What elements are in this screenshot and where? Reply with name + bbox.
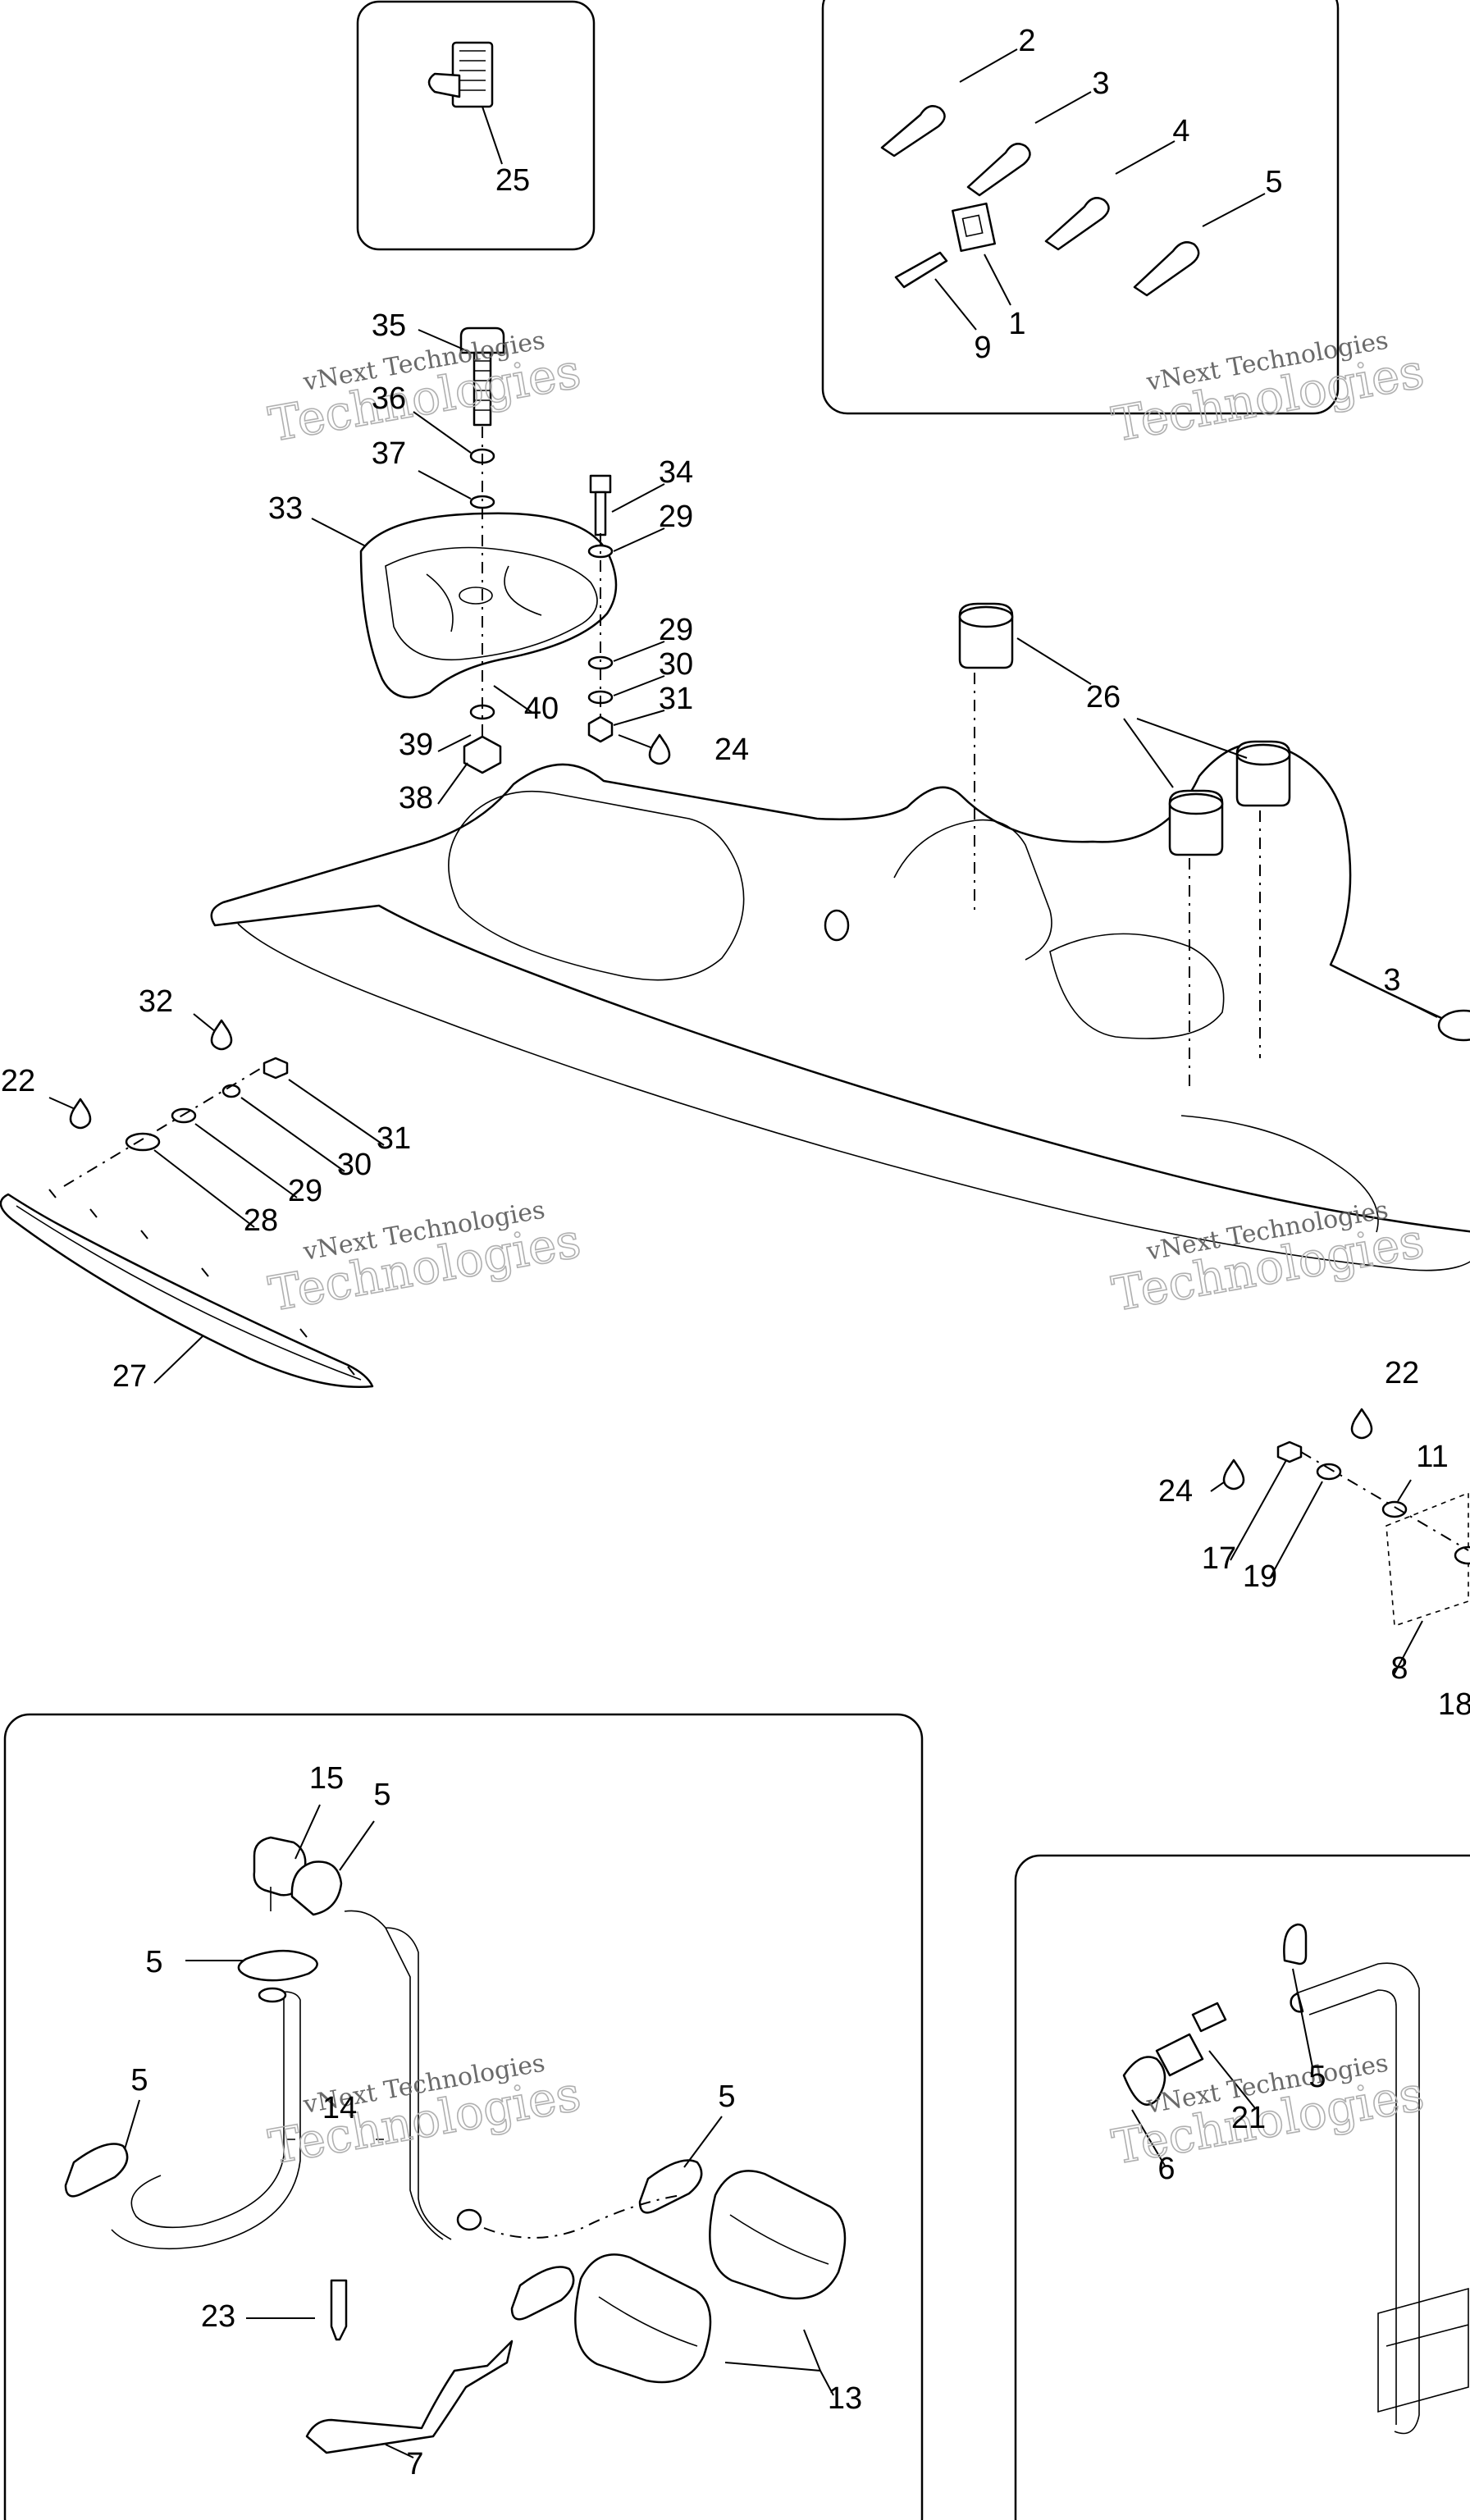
callout-11: 11 [1416, 1440, 1448, 1474]
watermark-mid-left: vNext Technologies Technologies [264, 1196, 585, 1323]
callout-5: 5 [373, 1778, 390, 1812]
callout-25: 25 [495, 163, 530, 198]
callout-5: 5 [1308, 2060, 1326, 2094]
part-25-clip [427, 41, 503, 165]
callout-39: 39 [399, 728, 433, 762]
callout-9: 9 [974, 331, 991, 365]
callout-37: 37 [372, 436, 406, 471]
callout-33: 33 [268, 491, 303, 526]
callout-34: 34 [659, 455, 693, 490]
part-hardware-right-middle [1210, 1408, 1470, 1674]
callout-18: 18 [1438, 1687, 1470, 1722]
callout-31: 31 [377, 1121, 411, 1156]
callout-24: 24 [714, 733, 749, 767]
callout-31: 31 [659, 682, 693, 716]
watermark-top-right: vNext Technologies Technologies [1107, 326, 1428, 454]
callout-32: 32 [139, 984, 173, 1019]
callout-5: 5 [145, 1945, 162, 1979]
callout-22: 22 [1385, 1356, 1419, 1390]
callout-23: 23 [201, 2299, 235, 2334]
callout-22: 22 [1, 1064, 35, 1098]
callout-28: 28 [244, 1203, 278, 1238]
part-hull-deck [210, 742, 1470, 1271]
callout-15: 15 [309, 1761, 344, 1796]
callout-5: 5 [1265, 165, 1282, 199]
callout-3: 3 [1383, 963, 1400, 998]
callout-1: 1 [1008, 307, 1025, 341]
callout-17: 17 [1202, 1541, 1236, 1576]
inset-box-ties [821, 0, 1340, 415]
callout-2: 2 [1018, 24, 1035, 58]
callout-19: 19 [1243, 1559, 1277, 1594]
watermark-top-left: vNext Technologies Technologies [264, 326, 585, 454]
callout-3: 3 [1092, 66, 1109, 101]
callout-labels: 2523451935363733342929303124403938263322… [1, 24, 1470, 2481]
watermark-mid-right: vNext Technologies Technologies [1107, 1196, 1428, 1323]
callout-27: 27 [112, 1359, 147, 1394]
callout-29: 29 [659, 613, 693, 647]
callout-8: 8 [1390, 1651, 1408, 1686]
part-cable-ties-inset [880, 48, 1266, 331]
callout-4: 4 [1172, 114, 1189, 148]
part-fuel-lines-inset [64, 1804, 847, 2458]
part-27-rub-rail [0, 1013, 385, 1389]
part-fastener-stack-right [587, 474, 671, 765]
part-vent-inset [1122, 1923, 1469, 2435]
part-3-ring [1404, 1000, 1470, 1042]
callout-6: 6 [1157, 2152, 1175, 2186]
callout-40: 40 [524, 692, 559, 726]
callout-14: 14 [322, 2091, 357, 2125]
inset-box-vent [1014, 1854, 1470, 2520]
callout-35: 35 [372, 308, 406, 343]
callout-29: 29 [288, 1174, 322, 1208]
callout-24: 24 [1158, 1474, 1193, 1509]
callout-21: 21 [1231, 2101, 1266, 2135]
callout-5: 5 [718, 2079, 735, 2114]
callout-13: 13 [828, 2381, 862, 2416]
callout-26: 26 [1086, 680, 1121, 714]
part-33-handle-seat [359, 512, 618, 699]
inset-box-clip [356, 0, 596, 251]
callout-29: 29 [659, 500, 693, 534]
callout-38: 38 [399, 781, 433, 815]
part-fastener-stack-left [311, 326, 532, 805]
callout-30: 30 [337, 1148, 372, 1182]
inset-box-fuel-lines [3, 1713, 924, 2520]
callout-7: 7 [406, 2447, 423, 2481]
watermark-bot-left: vNext Technologies Technologies [264, 2049, 585, 2176]
callout-30: 30 [659, 647, 693, 682]
callout-36: 36 [372, 381, 406, 416]
callout-5: 5 [130, 2063, 148, 2098]
part-26-plugs [958, 602, 1291, 1091]
